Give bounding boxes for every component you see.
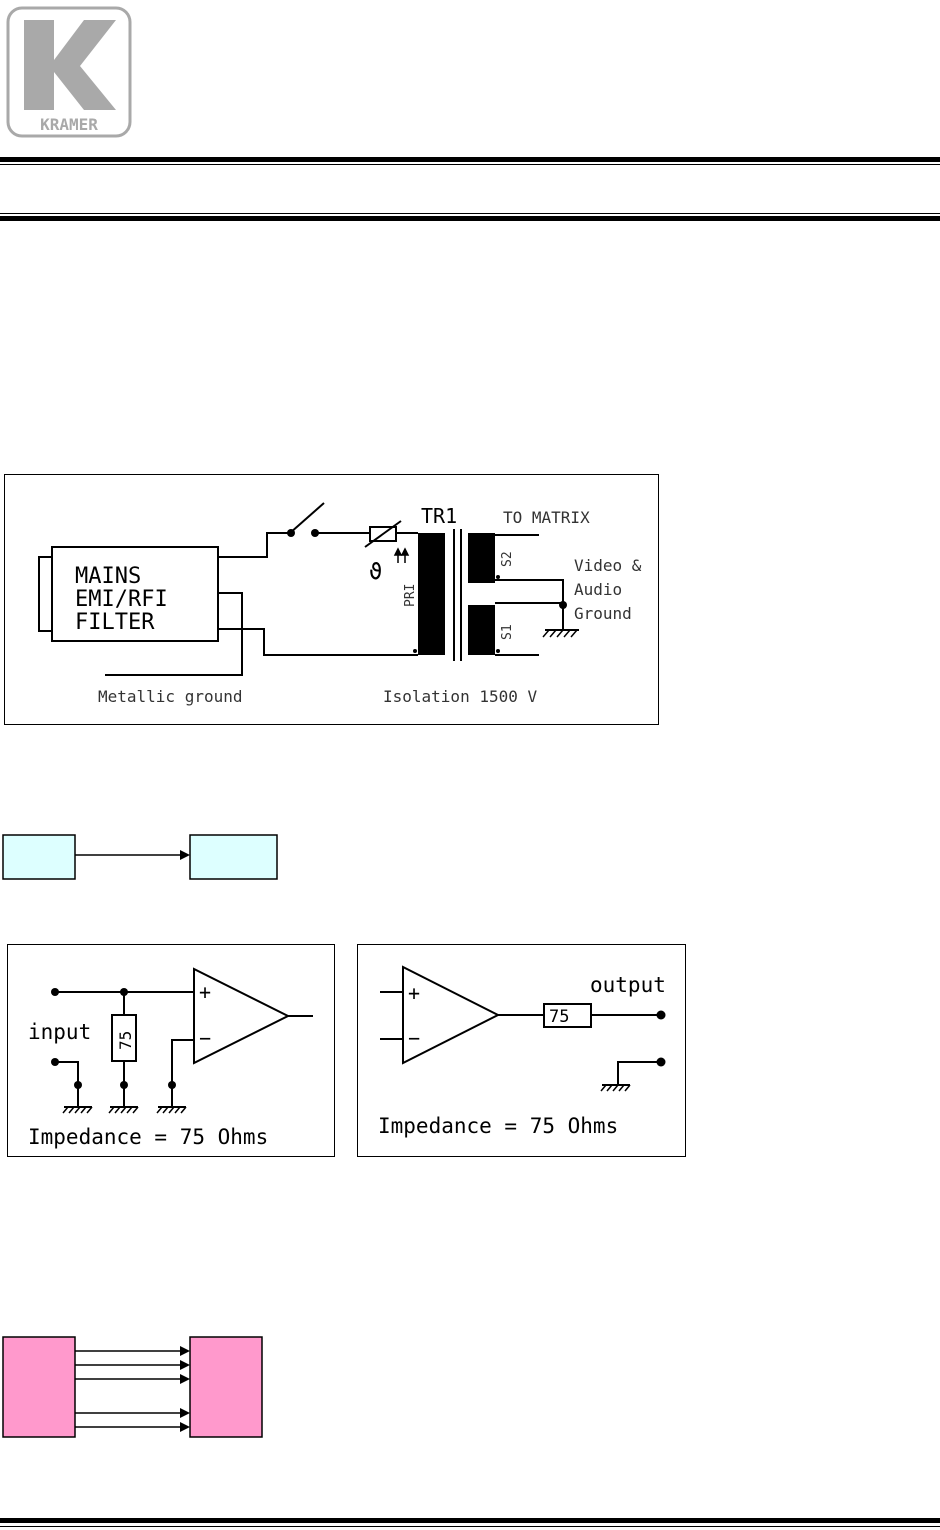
filter-label-line3: FILTER (75, 610, 155, 635)
output-impedance-circuit: + − 75 output Impedance = 75 Ohms (357, 944, 686, 1157)
destination-block (189, 834, 278, 880)
logo-k-mark (24, 20, 116, 110)
footer-rule-bottom (0, 1526, 940, 1527)
arrow-head (180, 850, 190, 860)
s2-label: S2 (500, 551, 515, 567)
header-rule-top (0, 157, 940, 162)
minus-sign: − (408, 1026, 420, 1050)
isolation-label: Isolation 1500 V (383, 687, 537, 706)
bus-destination-block (189, 1336, 263, 1438)
pri-label: PRI (403, 584, 418, 607)
logo-text: KRAMER (40, 115, 98, 134)
multi-line-block-diagram (0, 1333, 270, 1443)
transformer-label: TR1 (421, 504, 457, 528)
ground-label-line2: Audio (574, 580, 622, 599)
resistor-value: 75 (116, 1031, 135, 1050)
metallic-ground-label: Metallic ground (98, 687, 243, 706)
input-label: input (28, 1020, 91, 1044)
to-matrix-label: TO MATRIX (503, 508, 590, 527)
plus-sign: + (199, 980, 211, 1004)
filter-label-line1: MAINS (75, 564, 141, 589)
power-isolation-diagram: MAINS EMI/RFI FILTER TR1 TO MATRIX ϑ PRI… (4, 474, 659, 725)
output-impedance-label: Impedance = 75 Ohms (378, 1114, 618, 1138)
ground-label-line3: Ground (574, 604, 632, 623)
ground-label-line1: Video & (574, 556, 642, 575)
footer-rule-top (0, 1518, 940, 1523)
input-impedance-circuit: + − 75 input Impedance = 75 Ohms (7, 944, 335, 1157)
header-rule-bottom (0, 216, 940, 221)
s1-label: S1 (500, 624, 515, 640)
resistor-value: 75 (549, 1007, 569, 1027)
header-rule-top-thin (0, 164, 940, 165)
theta-symbol: ϑ (369, 560, 382, 585)
filter-label-line2: EMI/RFI (75, 587, 168, 612)
bus-source-block (2, 1336, 76, 1438)
input-impedance-label: Impedance = 75 Ohms (28, 1125, 268, 1149)
minus-sign: − (199, 1026, 211, 1050)
kramer-logo: KRAMER (6, 6, 132, 138)
header-rule-bottom-thin (0, 213, 940, 214)
simple-block-diagram (0, 830, 290, 885)
source-block (2, 834, 76, 880)
plus-sign: + (408, 981, 420, 1005)
output-label: output (590, 973, 666, 997)
